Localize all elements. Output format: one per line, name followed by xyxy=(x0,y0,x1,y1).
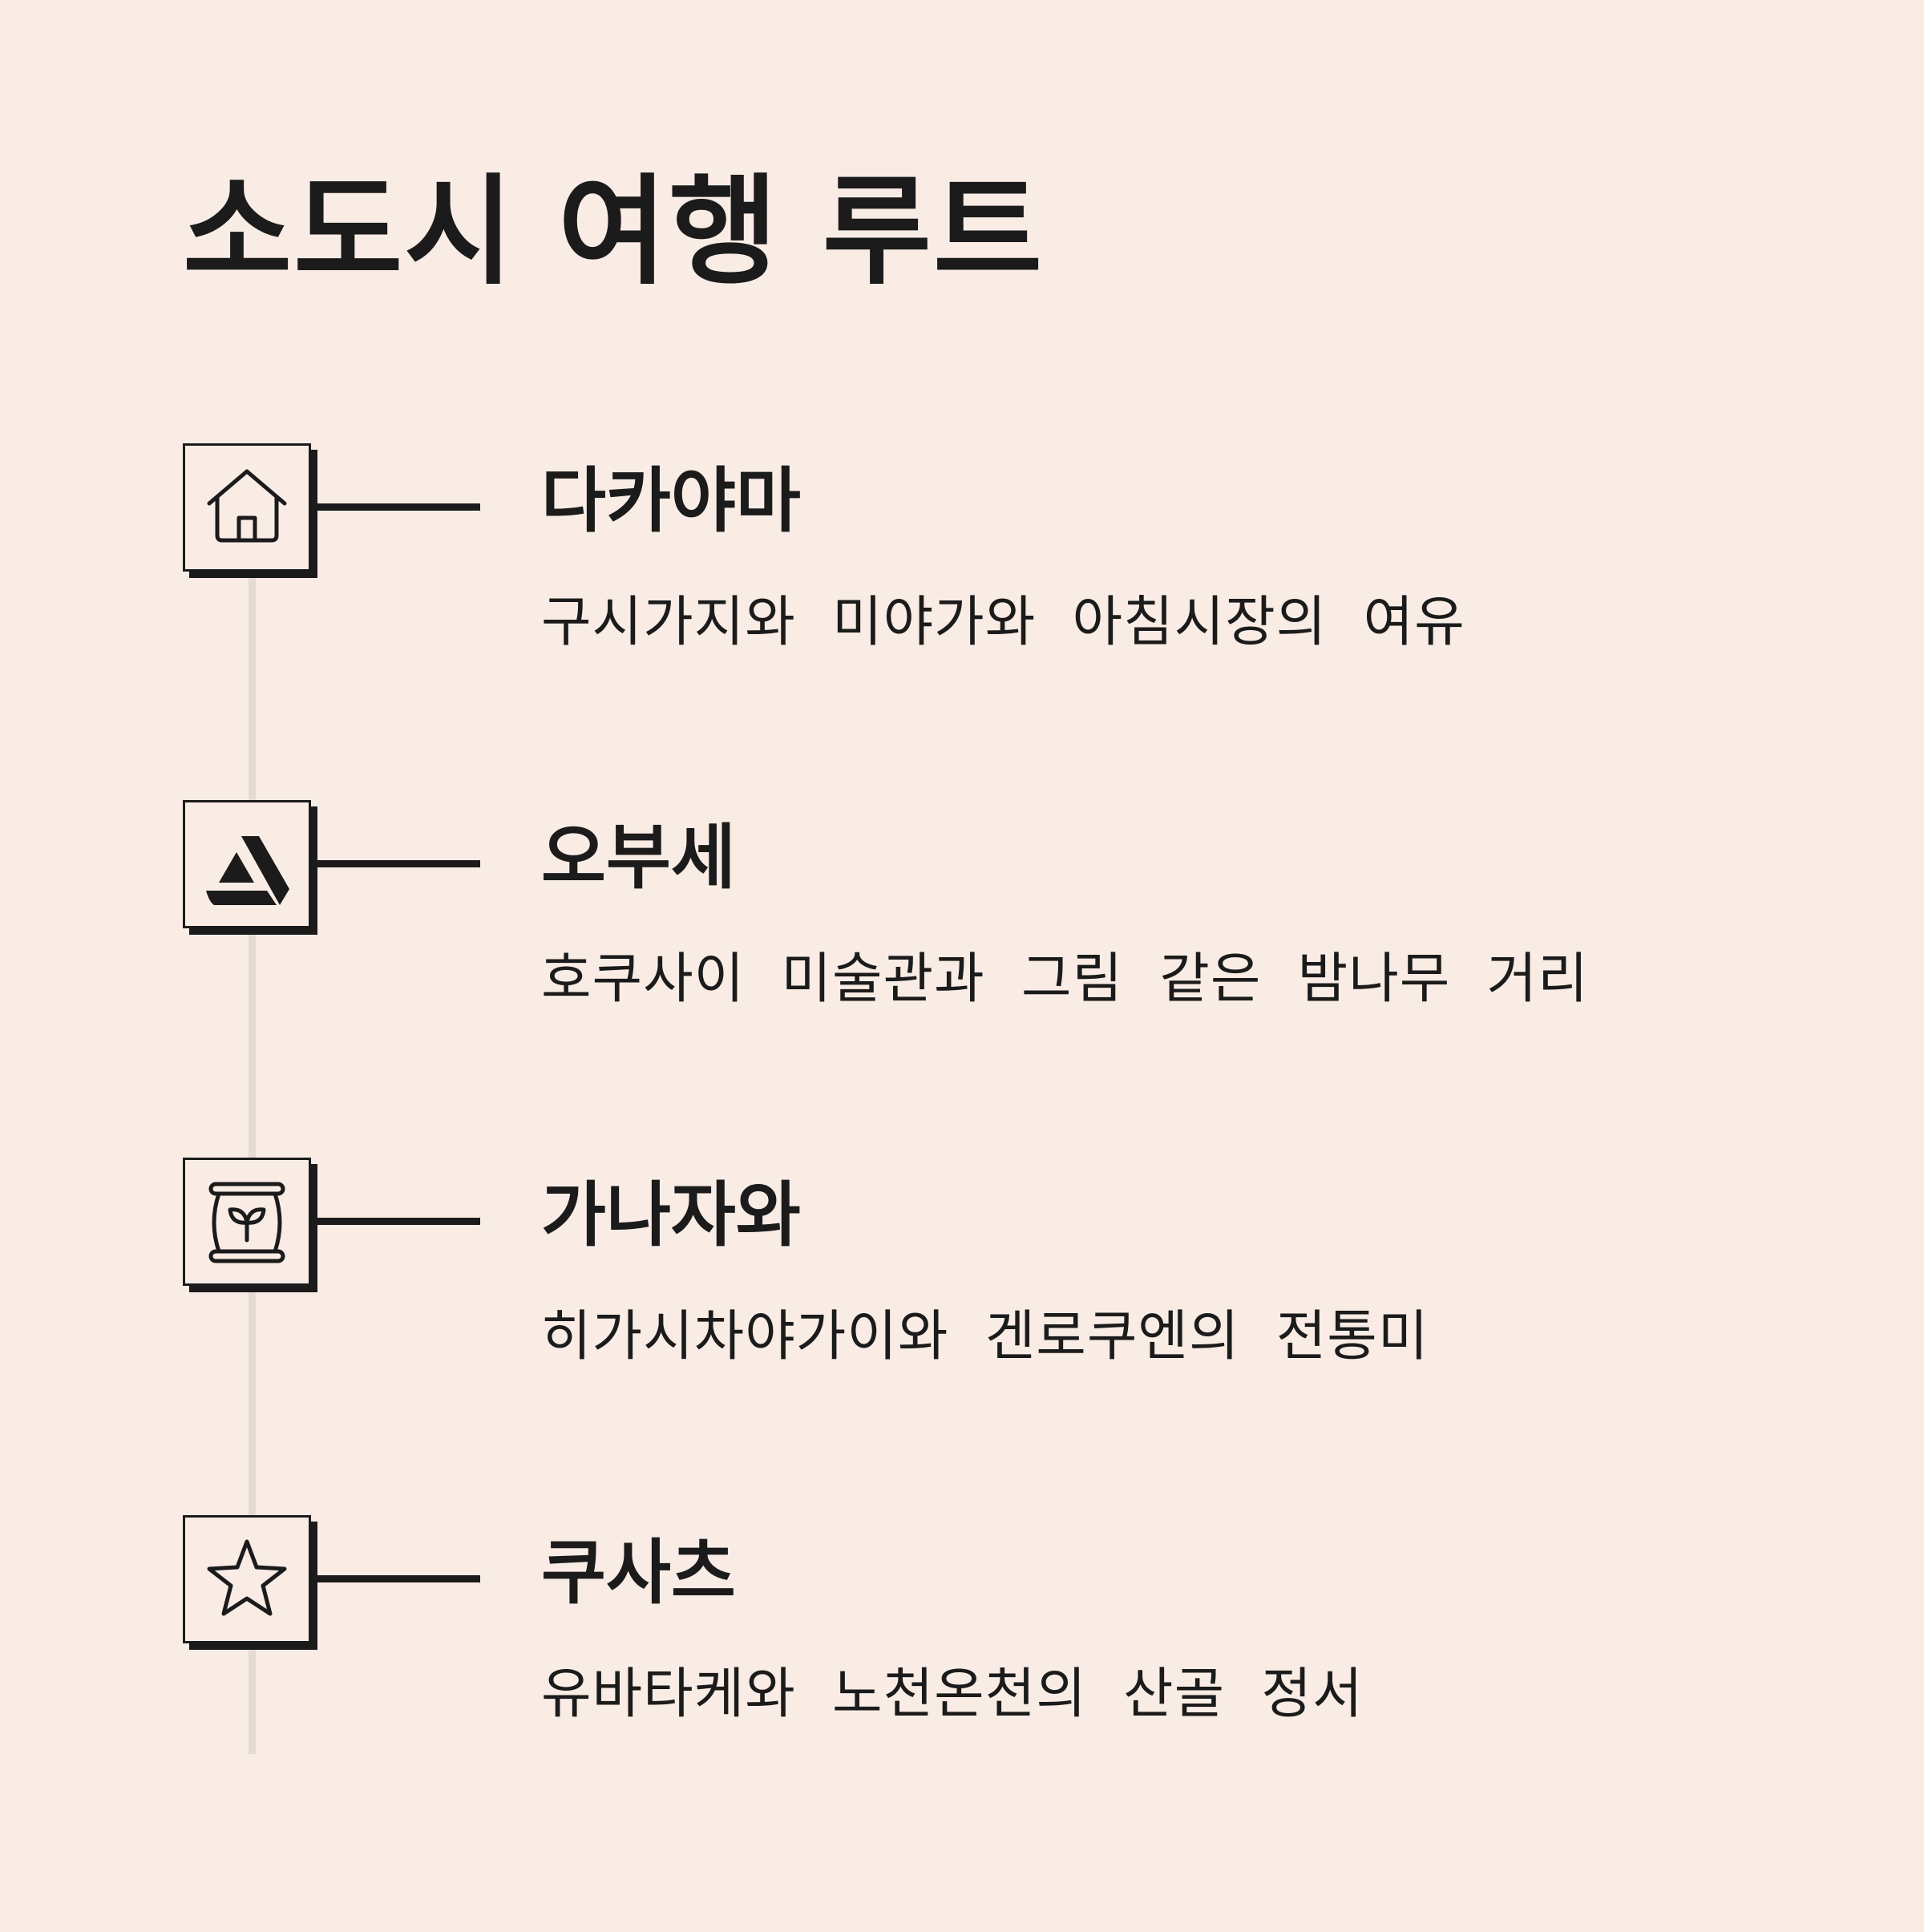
stop-4-icon-box xyxy=(183,1515,311,1643)
stop-3-name: 가나자와 xyxy=(541,1174,801,1256)
route-stop-2: 오부세 호쿠사이 미술관과 그림 같은 밤나무 거리 xyxy=(0,800,1924,1007)
route-stop-3: 가나자와 히가시차야가이와 겐로쿠엔의 전통미 xyxy=(0,1158,1924,1364)
stop-2-connector xyxy=(317,860,480,867)
stop-3-description: 히가시차야가이와 겐로쿠엔의 전통미 xyxy=(541,1305,1429,1368)
stop-1-name: 다카야마 xyxy=(541,459,801,542)
stop-4-description: 유바타케와 노천온천의 산골 정서 xyxy=(541,1663,1364,1726)
star-icon xyxy=(207,1539,287,1616)
seed-bag-icon xyxy=(208,1182,285,1263)
stop-4-connector xyxy=(317,1575,480,1582)
stop-1-icon-box xyxy=(183,443,311,572)
stop-3-icon-box xyxy=(183,1158,311,1286)
house-icon xyxy=(207,469,287,543)
artstation-logo-icon xyxy=(206,836,289,905)
stop-2-icon-box xyxy=(183,800,311,928)
stop-3-connector xyxy=(317,1218,480,1225)
stop-4-name: 쿠사츠 xyxy=(541,1531,736,1614)
page-title: 소도시 여행 루트 xyxy=(183,163,1045,301)
stop-2-description: 호쿠사이 미술관과 그림 같은 밤나무 거리 xyxy=(541,948,1589,1011)
stop-1-connector xyxy=(317,503,480,511)
route-stop-1: 다카야마 구시가지와 미야가와 아침시장의 여유 xyxy=(0,443,1924,650)
stop-1-description: 구시가지와 미야가와 아침시장의 여유 xyxy=(541,591,1465,654)
route-stop-4: 쿠사츠 유바타케와 노천온천의 산골 정서 xyxy=(0,1515,1924,1722)
stop-2-name: 오부세 xyxy=(541,816,736,899)
